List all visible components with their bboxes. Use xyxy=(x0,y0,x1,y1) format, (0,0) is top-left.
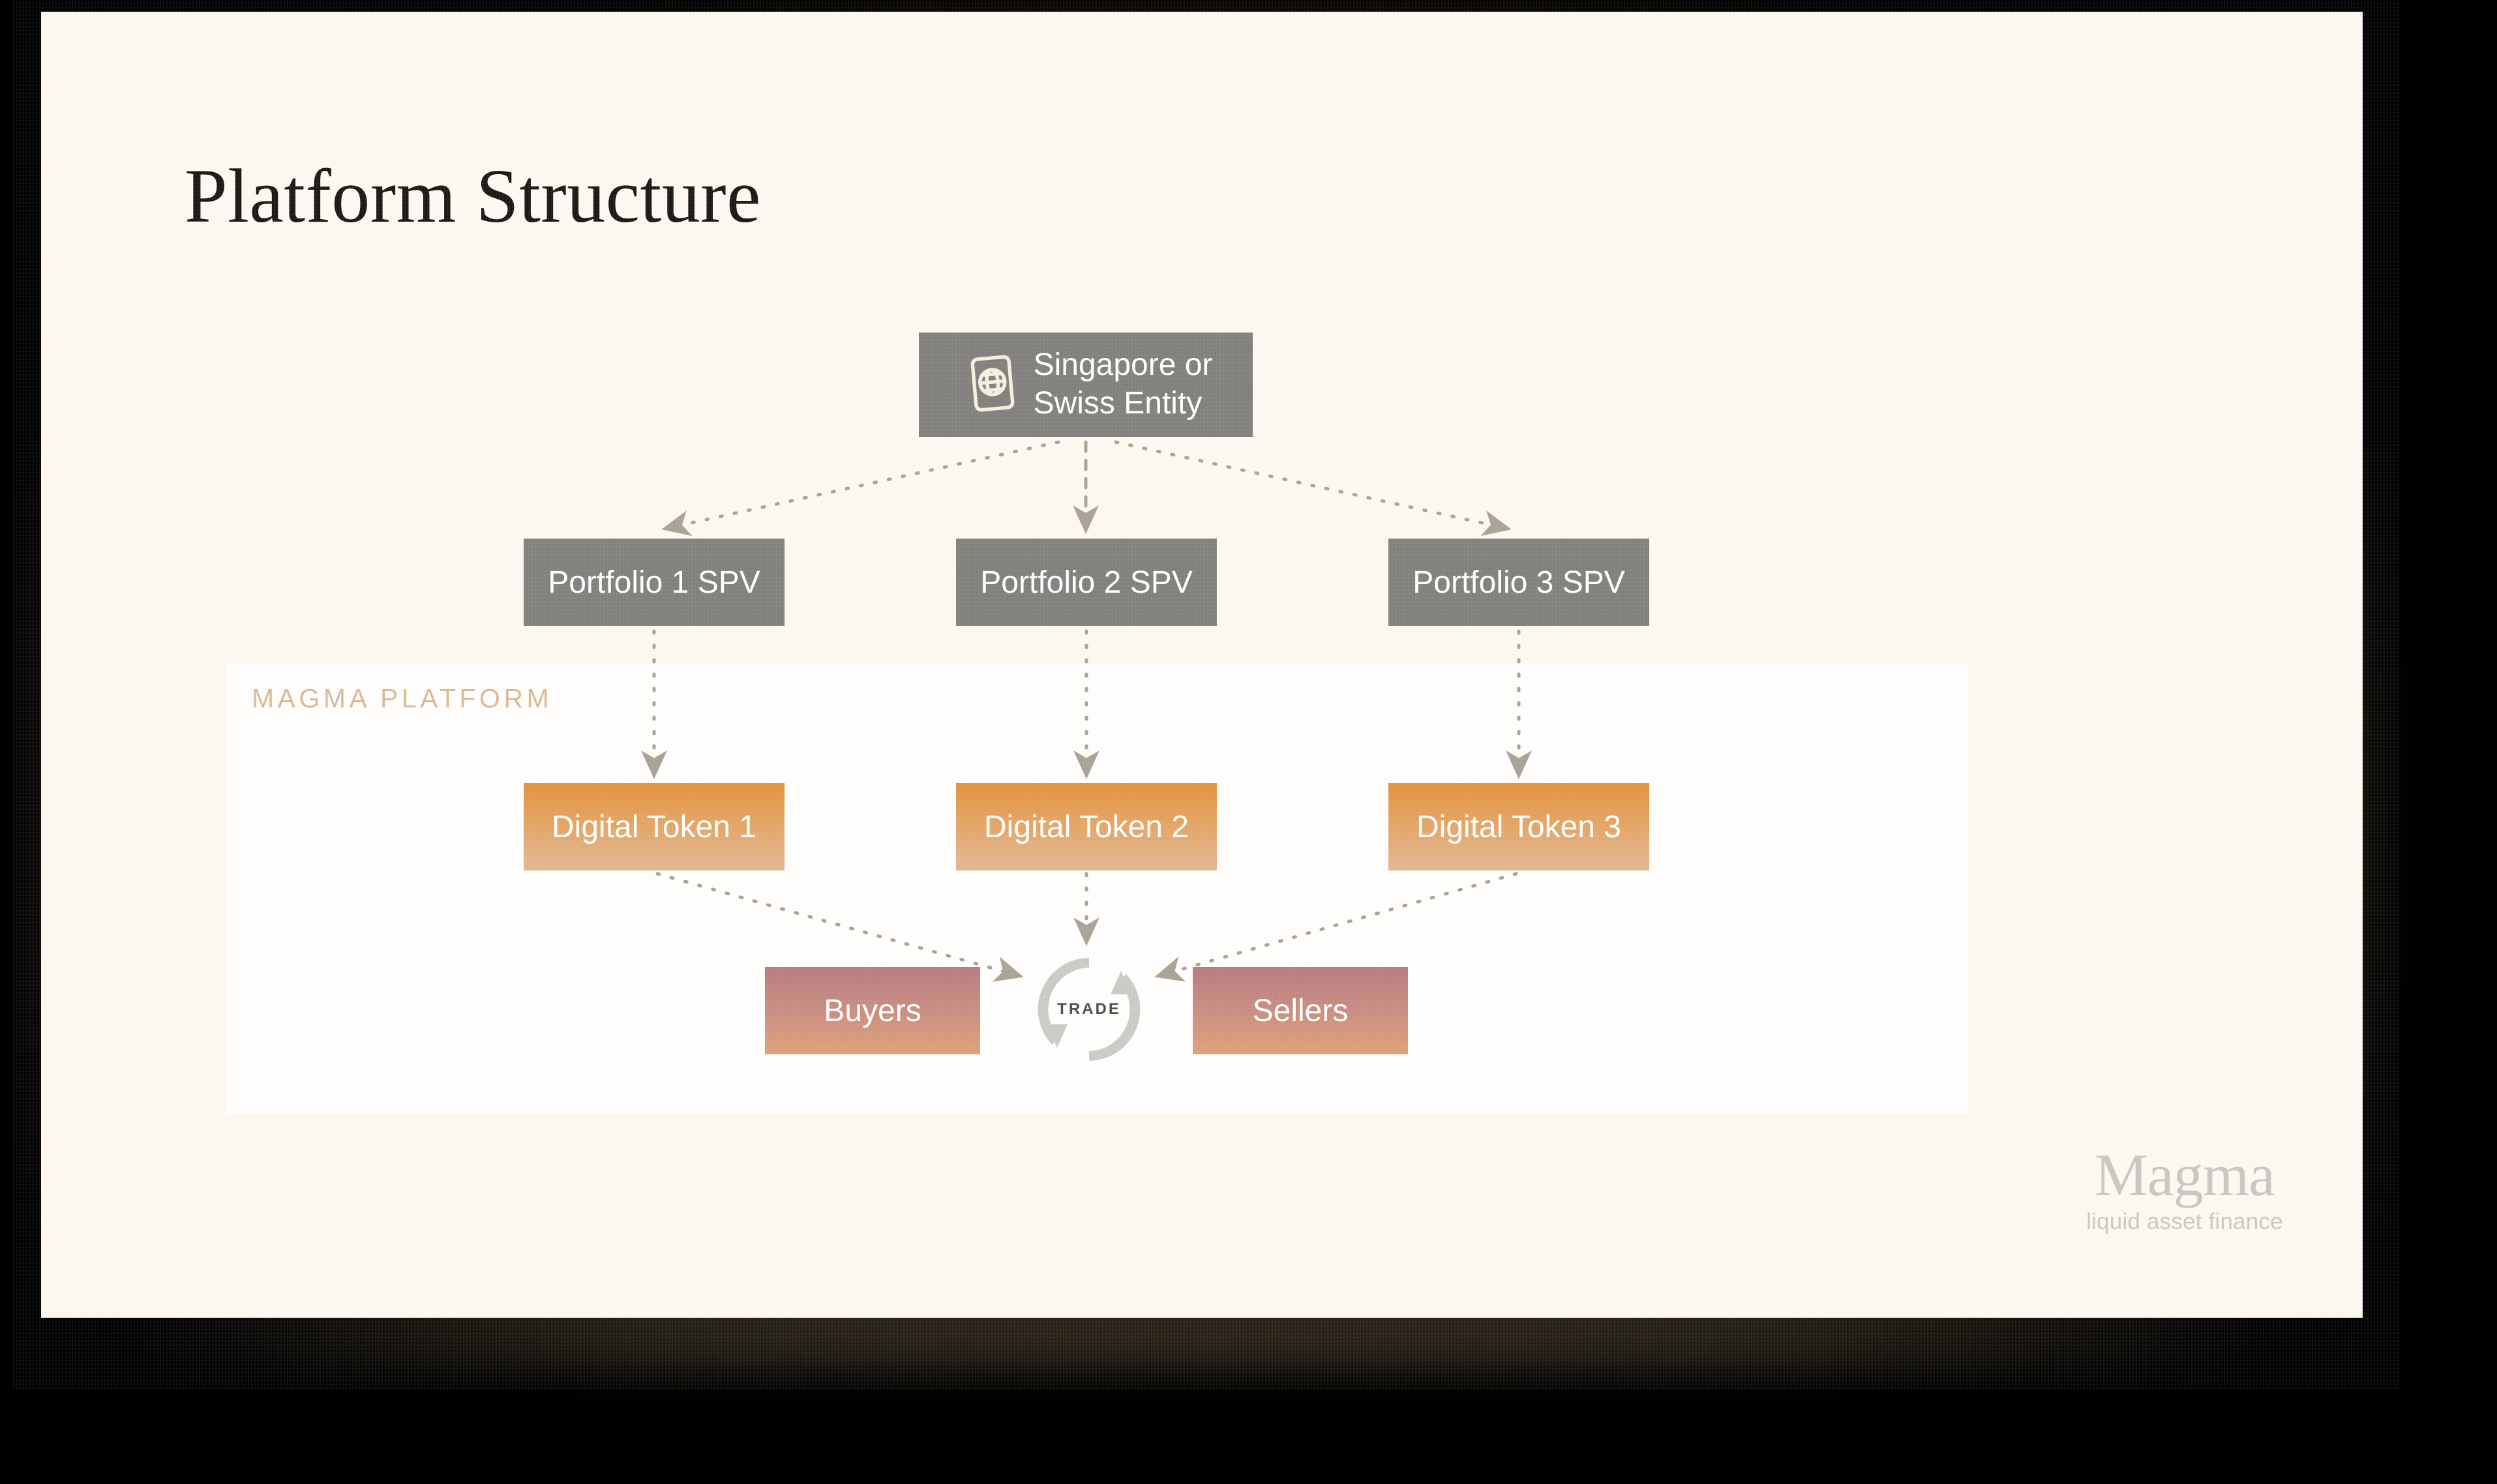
entity-label: Singapore or Swiss Entity xyxy=(1033,348,1213,421)
node-digital-token-2[interactable]: Digital Token 2 xyxy=(956,783,1217,870)
brand-tagline: liquid asset finance xyxy=(2086,1209,2283,1234)
brand-logo: Magma liquid asset finance xyxy=(2077,1145,2292,1235)
token-label: Digital Token 3 xyxy=(1416,809,1621,844)
party-label: Sellers xyxy=(1252,993,1349,1028)
spv-label: Portfolio 2 SPV xyxy=(980,565,1193,600)
trade-label: TRADE xyxy=(1057,1000,1121,1018)
node-portfolio-3-spv[interactable]: Portfolio 3 SPV xyxy=(1388,539,1649,626)
magma-platform-panel xyxy=(226,664,1968,1114)
spv-label: Portfolio 1 SPV xyxy=(548,565,760,600)
node-digital-token-1[interactable]: Digital Token 1 xyxy=(524,783,785,870)
spv-label: Portfolio 3 SPV xyxy=(1413,565,1625,600)
party-label: Buyers xyxy=(824,993,921,1028)
node-sellers[interactable]: Sellers xyxy=(1193,967,1408,1054)
page-title: Platform Structure xyxy=(185,153,761,239)
token-label: Digital Token 1 xyxy=(552,809,756,844)
cycle-arrows-icon xyxy=(1038,958,1141,1061)
token-label: Digital Token 2 xyxy=(984,809,1189,844)
node-digital-token-3[interactable]: Digital Token 3 xyxy=(1388,783,1649,870)
edge-entity-spv1 xyxy=(661,440,1060,537)
node-singapore-or-swiss-entity[interactable]: Singapore or Swiss Entity xyxy=(919,333,1253,437)
trade-hub[interactable]: TRADE xyxy=(1027,947,1151,1071)
passport-globe-icon xyxy=(968,353,1017,417)
edge-entity-spv3 xyxy=(1114,440,1512,536)
brand-name: Magma xyxy=(2094,1142,2275,1208)
magma-platform-label: MAGMA PLATFORM xyxy=(252,683,553,713)
node-buyers[interactable]: Buyers xyxy=(765,967,980,1054)
node-portfolio-1-spv[interactable]: Portfolio 1 SPV xyxy=(524,539,785,626)
node-portfolio-2-spv[interactable]: Portfolio 2 SPV xyxy=(956,539,1217,626)
slide-canvas: Platform Structure MAGMA PLATFORM xyxy=(41,12,2363,1318)
